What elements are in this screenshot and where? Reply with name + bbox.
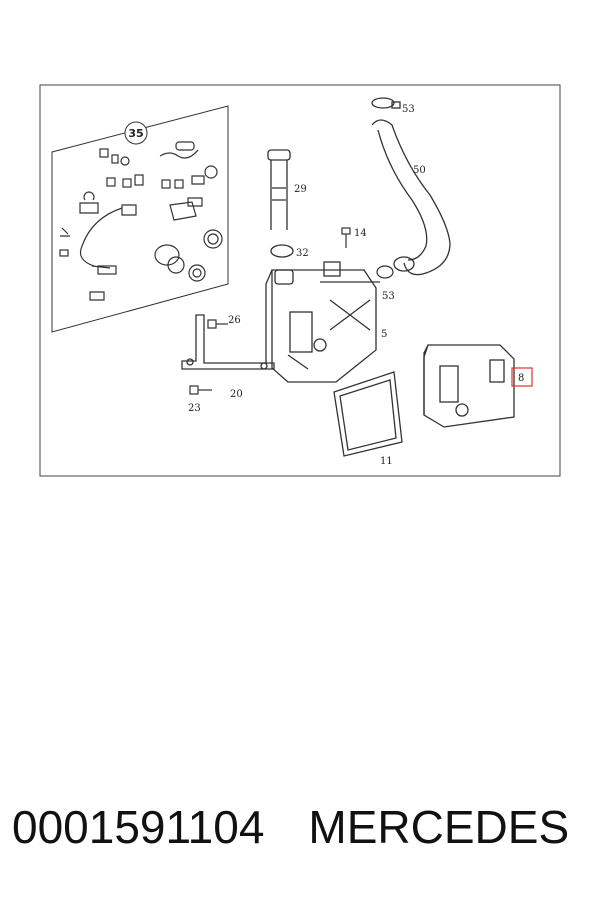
bolt-23 (189, 385, 212, 395)
gasket (333, 371, 403, 457)
heater-unit (265, 261, 380, 383)
kit-panel: 35 (51, 105, 229, 333)
callout-8: 8 (518, 373, 524, 384)
o-ring (270, 244, 294, 258)
coolant-hose (371, 119, 451, 276)
mounting-bracket (181, 314, 275, 370)
callout-53-top: 53 (402, 104, 415, 115)
callout-5: 5 (381, 329, 387, 340)
part-info: 0001591104 MERCEDES (12, 800, 592, 860)
callout-14: 14 (354, 228, 367, 239)
callout-35: 35 (128, 127, 143, 140)
callout-53-mid: 53 (382, 291, 395, 302)
bolt-14 (341, 227, 351, 248)
callout-11: 11 (380, 456, 393, 467)
callout-8-box (511, 367, 533, 387)
callout-50: 50 (413, 165, 426, 176)
callout-32: 32 (296, 248, 309, 259)
callout-20: 20 (230, 389, 243, 400)
callout-23: 23 (188, 403, 201, 414)
callout-26: 26 (228, 315, 241, 326)
control-unit (423, 344, 515, 428)
hose-clamp-mid (376, 265, 394, 279)
pipe (267, 149, 291, 230)
bolt-26 (207, 319, 228, 329)
callout-29: 29 (294, 184, 307, 195)
part-number: 0001591104 (12, 801, 265, 853)
brand-name: MERCEDES (308, 801, 570, 853)
hose-clamp-top (371, 97, 401, 109)
